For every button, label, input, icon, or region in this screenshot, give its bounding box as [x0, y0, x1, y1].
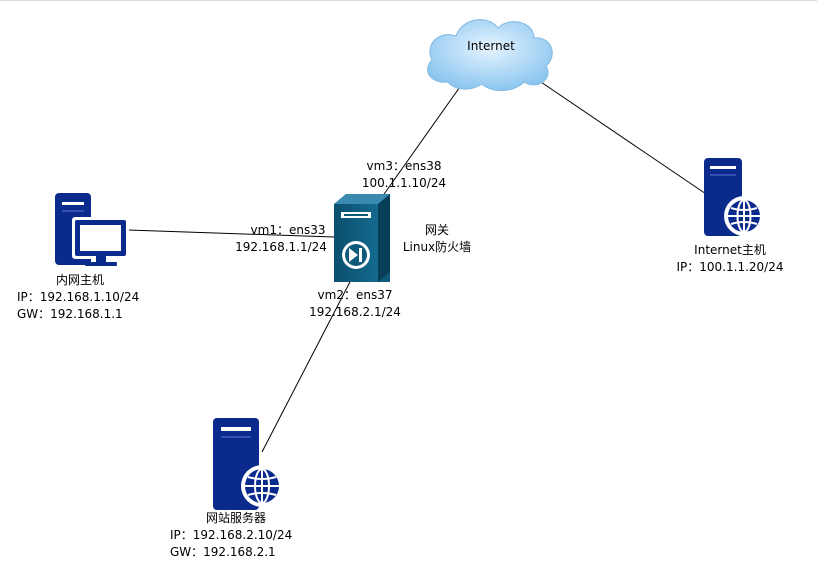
link-gateway-internet [381, 83, 463, 198]
vm2-interface-name: vm2：ens37 [317, 288, 393, 302]
web-server-name: 网站服务器 [205, 511, 267, 525]
link-internet-internet-host [534, 77, 713, 199]
gateway-title: 网关 [424, 223, 450, 237]
vm2-interface-ip: 192.168.2.1/24 [309, 305, 401, 319]
desktop-computer-icon [55, 193, 129, 266]
links [127, 77, 713, 453]
web-server-icon [213, 418, 283, 510]
internet-host-ip: IP：100.1.1.20/24 [676, 260, 784, 274]
web-server-gw: GW：192.168.2.1 [170, 545, 276, 559]
vm3-interface-name: vm3：ens38 [366, 159, 442, 173]
web-server-ip: IP：192.168.2.10/24 [170, 528, 293, 542]
firewall-appliance-icon [334, 194, 390, 282]
vm1-interface-name: vm1：ens33 [250, 223, 326, 237]
lan-host-ip: IP：192.168.1.10/24 [17, 290, 140, 304]
web-server-icon [704, 158, 764, 236]
link-gateway-web-server [261, 277, 353, 453]
lan-host-gw: GW：192.168.1.1 [17, 307, 123, 321]
gateway-subtitle: Linux防火墙 [402, 240, 472, 254]
top-border [0, 0, 817, 1]
vm3-interface-ip: 100.1.1.10/24 [361, 176, 447, 190]
internet-host-name: Internet主机 [694, 243, 766, 257]
cloud-icon [427, 19, 553, 91]
lan-host-name: 内网主机 [55, 273, 105, 287]
cloud-label: Internet [467, 39, 515, 53]
link-lan-host-gateway [127, 229, 335, 238]
vm1-interface-ip: 192.168.1.1/24 [235, 240, 327, 254]
